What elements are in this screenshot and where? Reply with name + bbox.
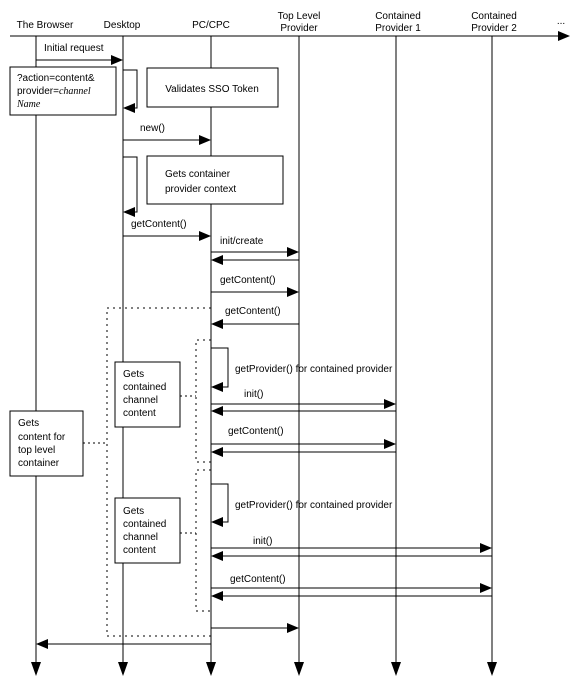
lifeline-contained-2-arrow: [487, 662, 497, 676]
message-get-content-return: getContent(): [211, 306, 299, 329]
message-get-content-desktop: getContent(): [123, 219, 211, 241]
svg-text:getContent(): getContent(): [220, 275, 276, 286]
svg-text:contained: contained: [123, 519, 166, 530]
svg-text:getContent(): getContent(): [228, 426, 284, 437]
svg-text:Top Level: Top Level: [278, 11, 321, 22]
svg-text:Contained: Contained: [375, 11, 421, 22]
svg-text:Validates SSO Token: Validates SSO Token: [165, 84, 259, 95]
svg-text:Desktop: Desktop: [104, 20, 141, 31]
svg-text:channel: channel: [123, 532, 158, 543]
svg-text:Gets: Gets: [123, 369, 144, 380]
svg-text:provider=channel: provider=channel: [17, 86, 91, 97]
message-init-contained-1: init(): [211, 389, 396, 416]
svg-text:content: content: [123, 545, 156, 556]
self-call-desktop-context: [123, 156, 138, 217]
svg-text:Initial request: Initial request: [44, 43, 104, 54]
participant-header-contained-1: Contained Provider 1: [375, 11, 421, 34]
svg-text:contained: contained: [123, 382, 166, 393]
message-new: new(): [123, 123, 211, 145]
participant-header-more: ...: [557, 16, 565, 27]
lifeline-pc-arrow: [206, 662, 216, 676]
participant-header-top-level: Top Level Provider: [278, 11, 321, 34]
participant-header-desktop: Desktop: [104, 20, 141, 31]
message-get-content-contained-2: getContent(): [211, 574, 492, 601]
participant-header-contained-2: Contained Provider 2: [471, 11, 517, 34]
svg-text:content for: content for: [18, 432, 66, 443]
svg-text:container: container: [18, 458, 60, 469]
svg-text:content: content: [123, 408, 156, 419]
note-top-level-content: Gets content for top level container: [9, 410, 107, 477]
svg-text:getProvider() for contained pr: getProvider() for contained provider: [235, 364, 393, 375]
svg-text:getContent(): getContent(): [230, 574, 286, 585]
message-pc-to-top-final: [211, 623, 299, 633]
svg-text:init(): init(): [244, 389, 263, 400]
message-get-content-top: getContent(): [211, 275, 299, 297]
self-call-pc-get-provider-1: getProvider() for contained provider: [211, 347, 393, 392]
svg-text:getProvider() for contained pr: getProvider() for contained provider: [235, 500, 393, 511]
svg-text:Gets: Gets: [123, 506, 144, 517]
note-container-context: Gets container provider context: [146, 155, 284, 205]
svg-text:The Browser: The Browser: [17, 20, 74, 31]
message-init-create: init/create: [211, 236, 299, 265]
lifeline-contained-1-arrow: [391, 662, 401, 676]
svg-text:Gets: Gets: [18, 418, 39, 429]
svg-text:init/create: init/create: [220, 236, 264, 247]
svg-text:Gets container: Gets container: [165, 169, 231, 180]
self-call-pc-get-provider-2: getProvider() for contained provider: [211, 483, 393, 527]
header-axis-arrow: [558, 31, 570, 41]
message-initial-request: Initial request: [36, 43, 123, 65]
svg-text:channel: channel: [123, 395, 158, 406]
lifeline-desktop-arrow: [118, 662, 128, 676]
svg-text:Provider: Provider: [280, 23, 318, 34]
message-response-to-browser: [36, 639, 211, 649]
svg-text:init(): init(): [253, 536, 272, 547]
message-init-contained-2: init(): [211, 536, 492, 561]
svg-text:Contained: Contained: [471, 11, 517, 22]
participant-header-browser: The Browser: [17, 20, 74, 31]
svg-text:...: ...: [557, 16, 565, 27]
lifeline-top-level-arrow: [294, 662, 304, 676]
svg-text:Name: Name: [16, 99, 41, 110]
message-get-content-contained-1: getContent(): [211, 426, 396, 457]
note-validates-sso: Validates SSO Token: [146, 67, 279, 108]
svg-text:provider context: provider context: [165, 184, 236, 195]
svg-text:Provider 2: Provider 2: [471, 23, 517, 34]
lifeline-browser-arrow: [31, 662, 41, 676]
svg-text:top level: top level: [18, 445, 55, 456]
svg-text:?action=content&: ?action=content&: [17, 73, 95, 84]
self-call-desktop-validate: [123, 69, 138, 113]
dotted-frame-inner: [195, 339, 211, 612]
svg-text:PC/CPC: PC/CPC: [192, 20, 230, 31]
svg-text:getContent(): getContent(): [225, 306, 281, 317]
svg-text:getContent(): getContent(): [131, 219, 187, 230]
svg-text:Provider 1: Provider 1: [375, 23, 421, 34]
participant-header-pc: PC/CPC: [192, 20, 230, 31]
svg-text:new(): new(): [140, 123, 165, 134]
note-contained-content-2: Gets contained channel content: [114, 497, 196, 564]
note-request-params: ?action=content& provider=channel Name: [9, 66, 117, 116]
note-contained-content-1: Gets contained channel content: [114, 361, 196, 428]
